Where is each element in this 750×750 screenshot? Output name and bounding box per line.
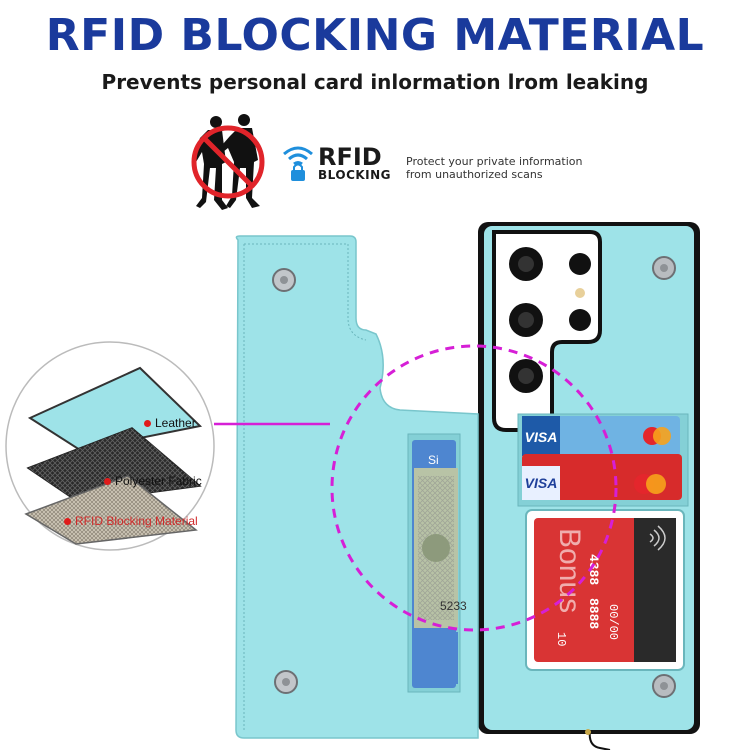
rfid-logo-subtitle: BLOCKING (318, 168, 392, 182)
protect-line-1: Protect your private information (406, 155, 583, 168)
layer-label-polyester: Polyester Fabric (104, 474, 202, 488)
layer-label-rfid: RFID Blocking Material (64, 514, 198, 528)
credit-card (522, 416, 680, 456)
camera-lens-icon (569, 253, 591, 275)
material-layers-inset (5, 341, 215, 551)
product-illustration: VISA VISA Bonus 4388 8888 00/00 10 Si (5, 222, 700, 750)
phone-case-back: VISA VISA Bonus 4388 8888 00/00 10 (478, 222, 700, 750)
protect-text: Protect your private information from un… (406, 155, 583, 181)
flash-icon (575, 288, 585, 298)
cash-digits: 5233 (440, 599, 467, 613)
no-skimming-icon (191, 114, 265, 210)
visa-logo-top: VISA (525, 429, 558, 445)
rfid-zone-circle (330, 344, 618, 632)
layer-label-text: Leather (155, 416, 196, 430)
layer-label-leather: Leather (144, 416, 196, 430)
visa-logo-bottom: VISA (525, 475, 558, 491)
camera-lens-icon (569, 309, 591, 331)
card-expiry: 00/00 (606, 604, 620, 640)
inner-card-text: Si (428, 453, 439, 467)
card-number-2: 8888 (586, 598, 601, 629)
layer-label-text: Polyester Fabric (115, 474, 202, 488)
bonus-card-text: Bonus (553, 528, 586, 613)
protect-line-2: from unauthorized scans (406, 168, 543, 181)
wifi-lock-icon (283, 146, 313, 181)
page-title: RFID BLOCKING MATERIAL (45, 10, 705, 61)
rfid-layer (24, 475, 198, 545)
card-short-number: 10 (554, 632, 568, 646)
bullet-icon (64, 518, 71, 526)
card-number-1: 4388 (586, 554, 601, 585)
case-flap: Si 5233 (235, 235, 479, 739)
rfid-logo-title: RFID (318, 143, 382, 171)
contactless-icon (649, 525, 666, 551)
page-subtitle: Prevents personal card inlormation lrom … (101, 70, 649, 94)
bullet-icon (104, 478, 111, 486)
bullet-icon (144, 420, 151, 428)
layer-label-text: RFID Blocking Material (75, 514, 198, 528)
leather-layer (27, 366, 203, 452)
